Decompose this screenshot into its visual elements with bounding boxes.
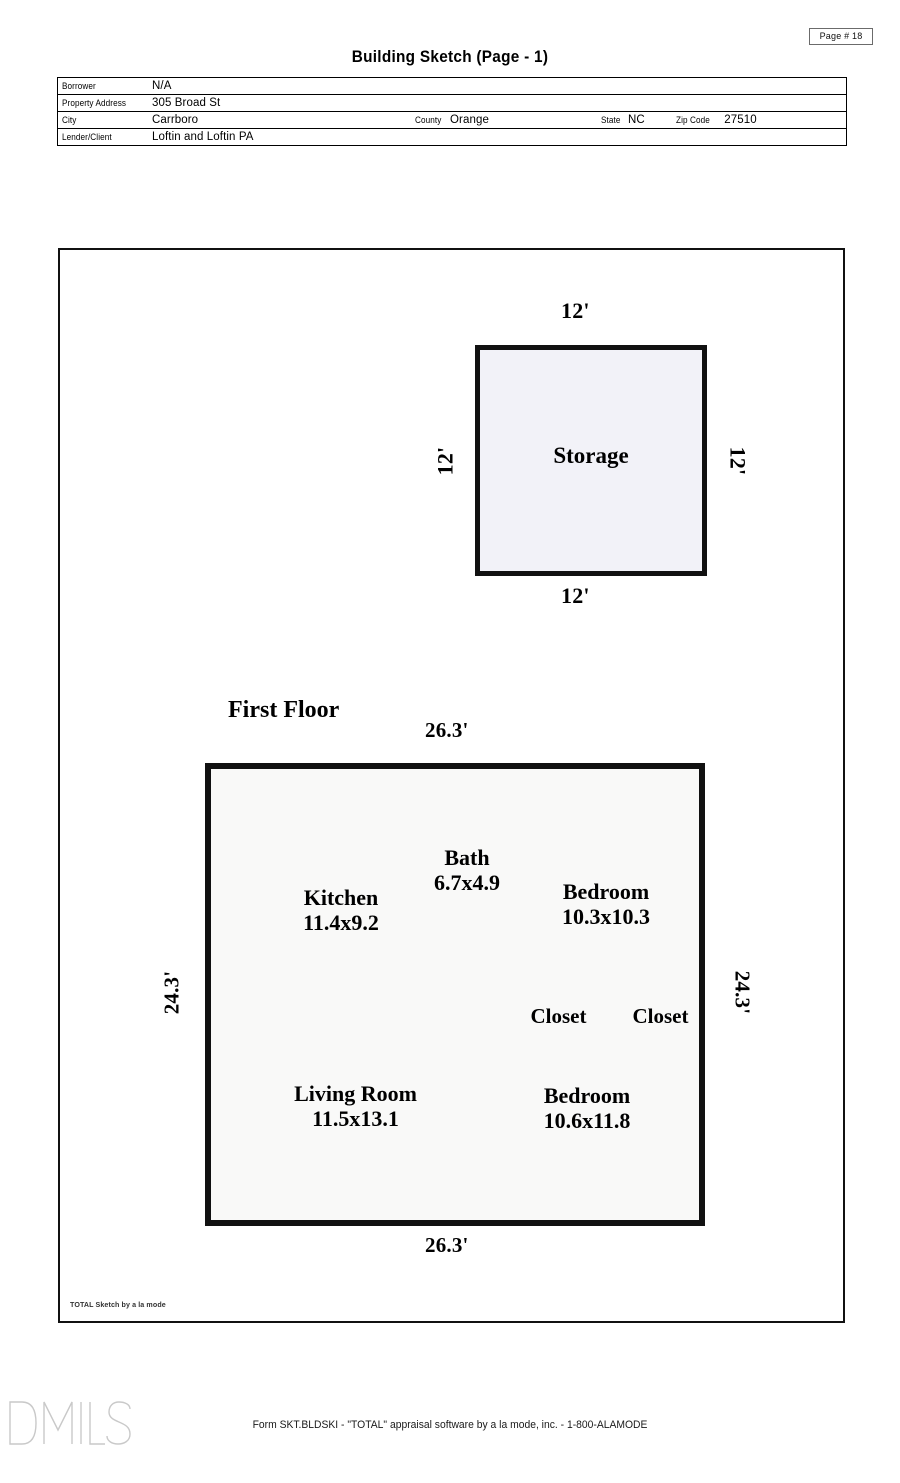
closet-1-name-text: Closet: [530, 1004, 587, 1028]
bedroom-lower-name-text: Bedroom: [543, 1083, 631, 1108]
first-floor-dim-left: 24.3': [159, 970, 184, 1015]
first-floor-dim-bottom: 26.3': [425, 1233, 469, 1257]
form-footer: Form SKT.BLDSKI - "TOTAL" appraisal soft…: [252, 1419, 648, 1431]
borrower-value-cell: N/A: [148, 77, 847, 95]
borrower-label-cell: Borrower: [57, 77, 148, 95]
bedroom-upper-name-text: Bedroom: [562, 879, 650, 904]
dmls-watermark: [6, 1396, 136, 1454]
zip-label: Zip Code: [675, 115, 710, 126]
bath-name-text: Bath: [444, 845, 490, 870]
room-label-living-room: Living Room 11.5x13.1: [253, 1081, 458, 1132]
page-number-badge: Page # 18: [809, 28, 873, 45]
sketch-frame: 12' 12' 12' 12' Storage First Floor 26.3…: [58, 248, 845, 1323]
closet-2-name-text: Closet: [632, 1004, 689, 1028]
storage-name-text: Storage: [553, 443, 629, 468]
county-label-cell: County: [392, 111, 446, 129]
table-row-lender: Lender/Client Loftin and Loftin PA: [57, 128, 847, 146]
storage-dim-right: 12': [725, 446, 751, 476]
living-room-size-text: 11.5x13.1: [312, 1106, 399, 1132]
state-label-cell: State: [570, 111, 624, 129]
page-title: Building Sketch (Page - 1): [351, 48, 549, 66]
table-row-city: City Carrboro County Orange State NC Zip…: [57, 111, 847, 129]
total-sketch-credit: TOTAL Sketch by a la mode: [70, 1300, 166, 1309]
room-label-bedroom-upper: Bedroom 10.3x10.3: [511, 879, 701, 930]
county-value-cell: Orange: [446, 111, 570, 129]
lender-value-cell: Loftin and Loftin PA: [148, 128, 847, 146]
table-row-borrower: Borrower N/A: [57, 77, 847, 95]
city-label-cell: City: [57, 111, 148, 129]
living-room-name-text: Living Room: [294, 1081, 417, 1106]
zip-value: 27510: [724, 114, 757, 126]
bath-size-text: 6.7x4.9: [434, 870, 500, 896]
room-label-closet-2: Closet: [608, 1004, 713, 1028]
storage-dim-bottom: 12': [561, 583, 590, 608]
first-floor-dim-right: 24.3': [730, 970, 755, 1015]
room-label-closet-1: Closet: [506, 1004, 611, 1028]
room-label-bedroom-lower: Bedroom 10.6x11.8: [492, 1083, 682, 1134]
lender-label-cell: Lender/Client: [57, 128, 148, 146]
kitchen-size-text: 11.4x9.2: [303, 910, 379, 936]
room-first-floor: Kitchen 11.4x9.2 Bath 6.7x4.9 Bedroom 10…: [205, 763, 705, 1226]
table-row-property-address: Property Address 305 Broad St: [57, 94, 847, 112]
first-floor-caption: First Floor: [228, 697, 340, 723]
storage-dim-top: 12': [561, 298, 590, 323]
city-value-cell: Carrboro: [148, 111, 392, 129]
room-storage: Storage: [475, 345, 707, 576]
room-label-kitchen: Kitchen 11.4x9.2: [256, 885, 426, 936]
property-address-label-cell: Property Address: [57, 94, 148, 112]
kitchen-name-text: Kitchen: [303, 885, 379, 910]
property-info-table: Borrower N/A Property Address 305 Broad …: [57, 77, 847, 146]
property-address-value-cell: 305 Broad St: [148, 94, 847, 112]
room-label-storage: Storage: [480, 443, 702, 469]
bedroom-lower-size-text: 10.6x11.8: [543, 1108, 631, 1134]
bedroom-upper-size-text: 10.3x10.3: [562, 904, 650, 930]
state-zip-value-cell: NC Zip Code 27510: [624, 111, 847, 129]
room-label-bath: Bath 6.7x4.9: [387, 845, 547, 896]
storage-dim-left: 12': [432, 446, 458, 476]
first-floor-dim-top: 26.3': [425, 718, 469, 742]
